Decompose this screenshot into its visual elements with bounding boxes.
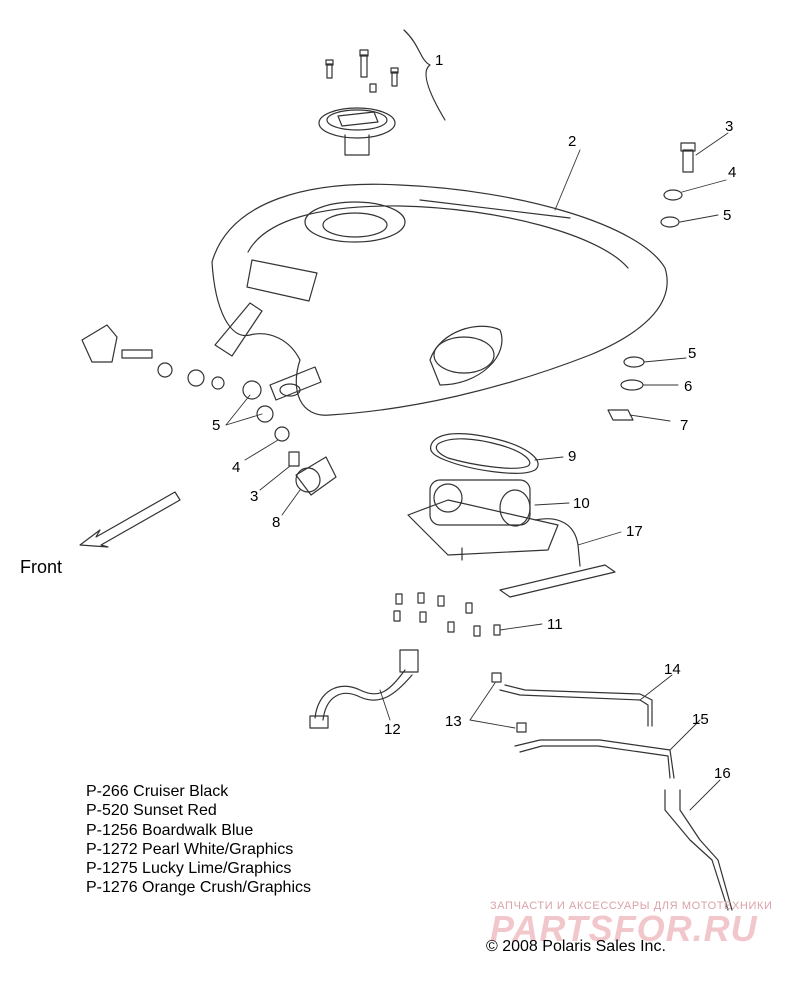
callout-numbers: 1 2 3 4 5 5 6 7 5 4 3 8 9 10 17 11 12 13… — [212, 52, 736, 782]
watermark-logo: PARTSFOR.RU — [490, 908, 758, 949]
callout-15: 15 — [692, 711, 709, 728]
fuel-tank — [211, 183, 668, 416]
callout-17: 17 — [626, 523, 643, 540]
pump-screws — [393, 592, 501, 637]
callout-7: 7 — [680, 417, 688, 434]
callout-13: 13 — [445, 713, 462, 730]
legend-item: P-266 Cruiser Black — [86, 783, 229, 800]
watermark-tagline: ЗАПЧАСТИ И АКСЕССУАРЫ ДЛЯ МОТОТЕХНИКИ — [490, 900, 773, 912]
fuel-pump — [407, 479, 559, 561]
callout-12: 12 — [384, 721, 401, 738]
callout-1: 1 — [435, 52, 443, 69]
right-mount-hardware — [607, 142, 696, 421]
vent-lines — [491, 672, 733, 911]
legend-item: P-1276 Orange Crush/Graphics — [86, 879, 311, 897]
copyright-text: © 2008 Polaris Sales Inc. — [486, 938, 666, 955]
filler-cap-assembly — [318, 29, 446, 156]
legend-item: P-1275 Lucky Lime/Graphics — [86, 860, 292, 878]
tank-bracket — [214, 302, 322, 401]
callout-4: 4 — [728, 164, 736, 181]
pump-wiring — [499, 518, 616, 598]
color-legend: P-266 Cruiser Black P-520 Sunset Red P-1… — [86, 782, 311, 898]
callout-3: 3 — [725, 118, 733, 135]
pump-gasket — [429, 433, 539, 474]
callout-9: 9 — [568, 448, 576, 465]
callout-16: 16 — [714, 765, 731, 782]
fuel-hose — [309, 649, 419, 729]
callout-10: 10 — [573, 495, 590, 512]
callout-2: 2 — [568, 133, 576, 150]
callout-5: 5 — [723, 207, 731, 224]
legend-item: P-520 Sunset Red — [86, 802, 217, 820]
callout-8: 8 — [272, 514, 280, 531]
callout-4b: 4 — [232, 459, 240, 476]
legend-item: P-1256 Boardwalk Blue — [86, 821, 254, 839]
front-arrow — [79, 491, 181, 548]
front-label: Front — [20, 557, 63, 577]
leader-lines — [225, 132, 729, 811]
left-mount-hardware — [81, 324, 337, 496]
callout-3b: 3 — [250, 488, 258, 505]
callout-14: 14 — [664, 661, 681, 678]
callout-5c: 5 — [212, 417, 220, 434]
callout-6: 6 — [684, 378, 692, 395]
callout-5b: 5 — [688, 345, 696, 362]
callout-11: 11 — [547, 616, 563, 633]
legend-item: P-1272 Pearl White/Graphics — [86, 840, 294, 858]
